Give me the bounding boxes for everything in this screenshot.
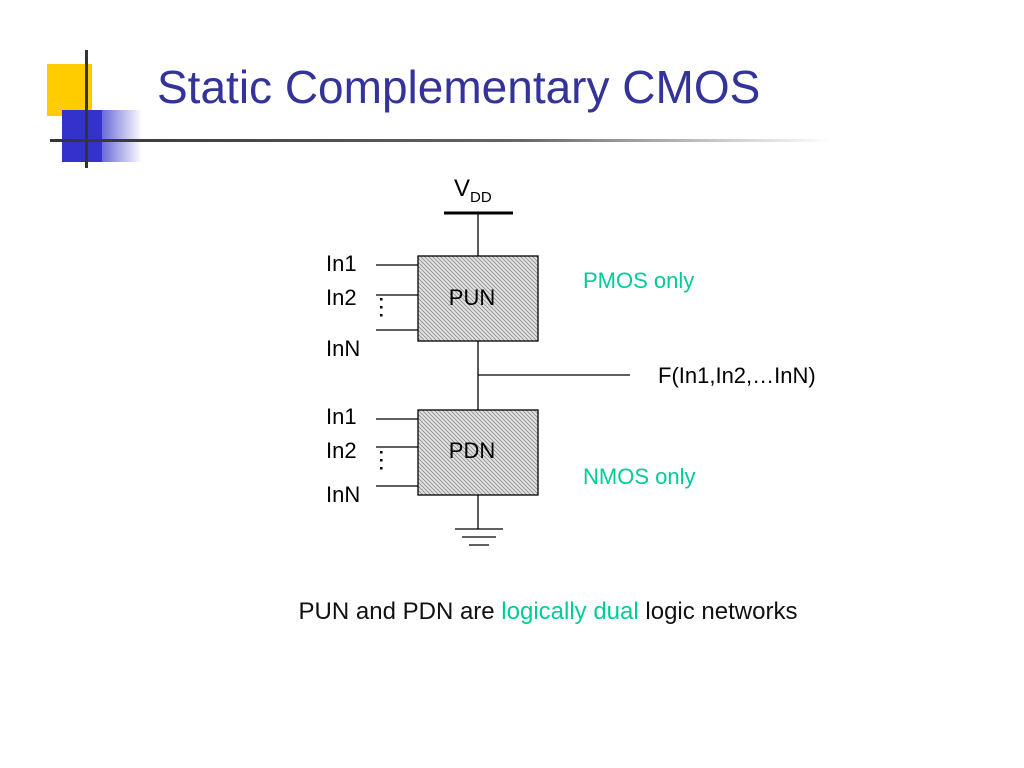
pun-annotation: PMOS only xyxy=(583,268,694,293)
decor-vertical-line xyxy=(85,50,88,168)
pdn-ellipsis-dots xyxy=(380,451,383,470)
decor-yellow-square xyxy=(47,64,92,116)
decor-blue-fade xyxy=(102,110,142,162)
vdd-label: VDD xyxy=(454,175,492,206)
pun-block xyxy=(417,255,539,342)
pun-label: PUN xyxy=(449,285,495,310)
pdn-block xyxy=(417,409,539,496)
title-underline xyxy=(50,139,830,142)
pdn-input-2-label: In2 xyxy=(326,438,357,463)
pdn-label: PDN xyxy=(449,438,495,463)
slide-title: Static Complementary CMOS xyxy=(157,61,761,113)
pun-input-1-label: In1 xyxy=(326,251,357,276)
pdn-input-n-label: InN xyxy=(326,482,360,507)
caption-text-after: logic networks xyxy=(638,598,798,625)
caption-text-before: PUN and PDN are xyxy=(298,598,502,625)
pun-input-2-label: In2 xyxy=(326,285,357,310)
pdn-annotation: NMOS only xyxy=(583,464,695,489)
caption-highlight: logically dual xyxy=(501,598,639,625)
pun-ellipsis-dots xyxy=(380,298,383,317)
ground-symbol xyxy=(455,528,503,546)
caption: PUN and PDN are logically dual logic net… xyxy=(0,598,1024,626)
output-label: F(In1,In2,…InN) xyxy=(658,363,816,388)
pun-input-n-label: InN xyxy=(326,336,360,361)
pdn-input-1-label: In1 xyxy=(326,404,357,429)
